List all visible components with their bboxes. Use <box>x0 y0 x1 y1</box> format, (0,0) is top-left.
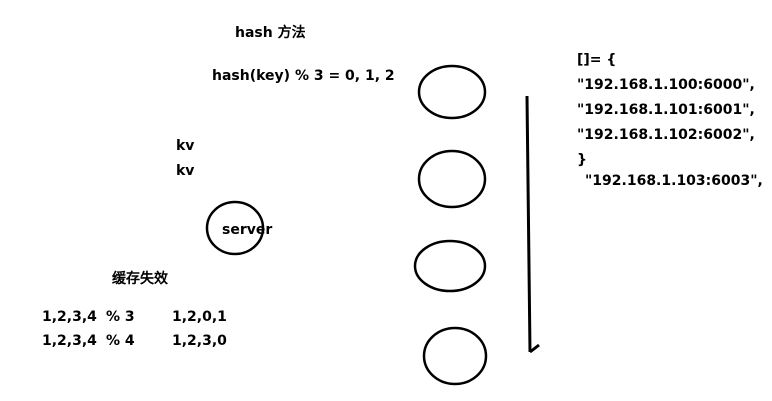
down-arrow-line <box>525 95 532 353</box>
mod-row-1-keys: 1,2,3,4 <box>42 309 97 325</box>
node-circle-1 <box>417 64 487 120</box>
kv-label-2: kv <box>176 163 195 179</box>
server-list-entry-3: "192.168.1.102:6002", <box>577 127 755 143</box>
server-list-close: } <box>577 152 587 168</box>
hash-formula: hash(key) % 3 = 0, 1, 2 <box>212 68 395 84</box>
kv-label-1: kv <box>176 138 195 154</box>
mod-row-2-result: 1,2,3,0 <box>172 333 227 349</box>
page-title: hash 方法 <box>235 25 306 41</box>
down-arrow-head <box>529 343 540 354</box>
server-circle <box>205 200 265 256</box>
node-circle-3 <box>413 239 487 293</box>
mod-row-2-op: % 4 <box>106 333 135 349</box>
mod-row-1-result: 1,2,0,1 <box>172 309 227 325</box>
node-circle-2 <box>417 149 487 209</box>
cache-invalidation-label: 缓存失效 <box>112 271 168 287</box>
mod-row-1-op: % 3 <box>106 309 135 325</box>
node-circle-4 <box>422 326 488 386</box>
mod-row-2-keys: 1,2,3,4 <box>42 333 97 349</box>
server-list-entry-1: "192.168.1.100:6000", <box>577 77 755 93</box>
server-label: server <box>222 222 273 238</box>
server-list-extra-entry: "192.168.1.103:6003", <box>585 173 763 189</box>
server-list-open: []= { <box>577 52 617 68</box>
server-list-entry-2: "192.168.1.101:6001", <box>577 102 755 118</box>
